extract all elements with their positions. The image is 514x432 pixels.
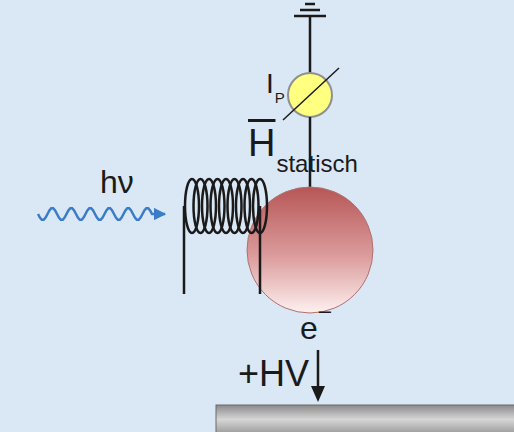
variable-slash (283, 68, 339, 120)
voltage-label: +HV (238, 356, 309, 392)
electron-arrow (317, 350, 320, 388)
electron-arrowhead (311, 386, 325, 402)
current-subscript: P (275, 90, 285, 105)
electrode-plate (216, 405, 514, 432)
photon-wave (38, 208, 165, 219)
ground-symbol (294, 4, 326, 73)
field-symbol: H (248, 124, 275, 162)
electron-charge: – (319, 300, 331, 322)
current-symbol: I (266, 70, 274, 98)
field-subscript: statisch (276, 152, 357, 176)
photon-label: hν (100, 166, 134, 198)
coil-symbol (184, 179, 267, 294)
electron-label: e (300, 312, 318, 344)
